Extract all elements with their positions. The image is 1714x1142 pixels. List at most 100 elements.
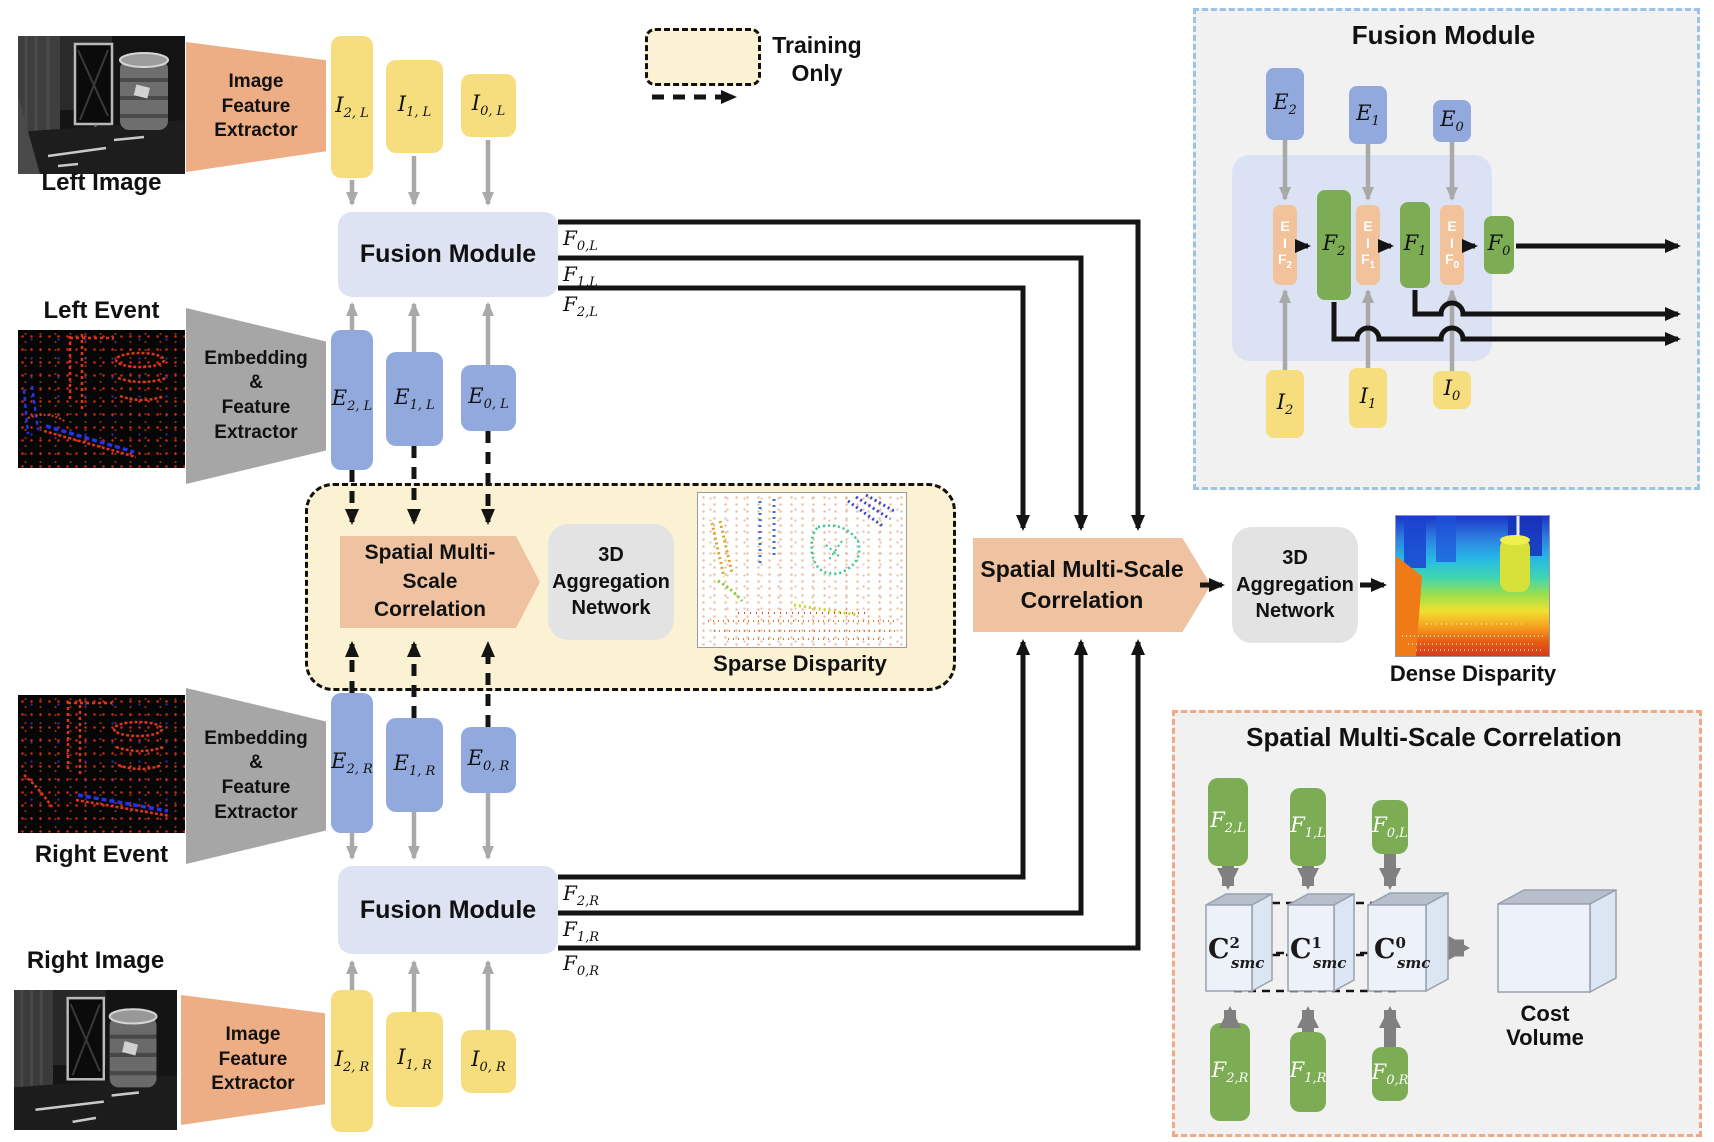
feature-sub: 1, R	[405, 1058, 432, 1074]
dense-disparity-graphic	[1396, 516, 1544, 656]
left-image-label: Left Image	[41, 169, 162, 196]
feature-block-i1l: I1, L	[386, 60, 443, 153]
feature-sub: 0, L	[483, 397, 509, 413]
feature-block-e0l: E0, L	[461, 365, 516, 431]
feature-label: I	[397, 92, 407, 117]
aggregation-network-training: 3D Aggregation Network	[548, 524, 674, 640]
grayscale-scene-graphic	[18, 36, 185, 174]
panel-block-i1: I1	[1349, 368, 1387, 428]
agg-label-line: Network	[571, 597, 651, 620]
extractor-line: Image	[225, 1023, 281, 1045]
fusion-panel-title: Fusion Module	[1351, 20, 1536, 50]
smc-label-line: Correlation	[373, 598, 486, 622]
fusion-module-bottom: Fusion Module	[338, 866, 558, 954]
panel-block-e1: E1	[1349, 86, 1387, 144]
feature-sub: 2, R	[346, 762, 373, 778]
output-label-f0r: F0,R	[563, 951, 600, 979]
extractor-line: Image	[228, 70, 284, 92]
cylinder-graphic	[1500, 516, 1530, 592]
feature-sub: 2, R	[342, 1060, 370, 1076]
feature-block-e2l: E2, L	[331, 330, 373, 470]
right-image-photo	[14, 990, 177, 1130]
feature-label: E	[331, 748, 347, 773]
sparse-disparity-label: Sparse Disparity	[713, 651, 887, 676]
feature-label: I	[397, 1045, 406, 1070]
dense-disparity-image	[1395, 515, 1550, 657]
feature-sub: 0, L	[480, 104, 506, 120]
image-feature-extractor-bottom: Image Feature Extractor	[181, 995, 325, 1125]
training-only-legend-box	[645, 28, 761, 86]
feature-sub: 0, R	[479, 1060, 506, 1076]
feature-label: I	[335, 92, 344, 117]
dense-disparity-label: Dense Disparity	[1389, 661, 1557, 686]
feature-sub: 1, L	[406, 105, 432, 121]
extractor-line: Extractor	[211, 1073, 295, 1095]
feature-block-i1r: I1, R	[386, 1012, 443, 1107]
panel-block-f2: F2	[1317, 190, 1351, 300]
output-label-f0l: F0,L	[563, 226, 598, 254]
feature-block-e1l: E1, L	[386, 352, 443, 446]
extractor-line: Feature	[221, 777, 291, 798]
agg-label-line: 3D	[1282, 547, 1308, 570]
sparse-disparity-graphic	[708, 493, 898, 640]
right-event-label: Right Event	[34, 841, 169, 868]
barrel-graphic	[108, 1008, 158, 1088]
extractor-line: Extractor	[214, 120, 298, 142]
smc-panel	[1172, 710, 1702, 1137]
left-event-label: Left Event	[43, 297, 160, 324]
cost-volume-label: Cost Volume	[1506, 1001, 1584, 1051]
agg-label-line: 3D	[598, 544, 624, 567]
feature-label: E	[393, 750, 409, 775]
smc-block-main: Spatial Multi-Scale Correlation	[973, 538, 1211, 632]
panel-block-i2: I2	[1266, 370, 1304, 438]
output-label-f2r: F2,R	[563, 881, 600, 909]
feature-sub: 1, R	[409, 764, 436, 780]
extractor-line: Embedding	[204, 347, 308, 369]
smc-label-line: Correlation	[1020, 587, 1144, 613]
legend-line: Only	[791, 59, 843, 86]
grayscale-scene-graphic	[14, 990, 177, 1130]
sparse-disparity-image	[697, 492, 907, 648]
feature-block-i2r: I2, R	[331, 990, 373, 1132]
output-label-f2l: F2,L	[563, 292, 598, 320]
feature-block-e0r: E0, R	[461, 727, 516, 793]
feature-sub: 2, L	[347, 399, 373, 415]
event-scene-graphic	[23, 699, 171, 818]
image-feature-extractor-top: Image Feature Extractor	[186, 42, 326, 172]
feature-sub: 2, L	[343, 106, 369, 122]
feature-block-e2r: E2, R	[331, 693, 373, 833]
feature-label: I	[471, 1047, 480, 1072]
feature-block-i0l: I0, L	[461, 74, 516, 137]
legend-line: Training	[772, 32, 862, 58]
extractor-line: &	[249, 372, 263, 394]
fusion-module-label: Fusion Module	[359, 895, 537, 924]
feature-block-i2l: I2, L	[331, 36, 373, 178]
training-only-legend-text: Training Only	[762, 32, 872, 87]
feature-sub: 0, R	[483, 759, 510, 775]
left-image-photo	[18, 36, 185, 174]
smc-panel-block-f1l: F1,L	[1290, 788, 1326, 866]
smc-panel-block-f0l: F0,L	[1372, 800, 1408, 854]
aggregation-network-main: 3D Aggregation Network	[1232, 527, 1358, 643]
feature-label: E	[467, 745, 483, 770]
agg-label-line: Aggregation	[1236, 573, 1354, 596]
extractor-line: Feature	[221, 397, 291, 418]
smc-label-line: Spatial Multi-Scale	[364, 541, 496, 593]
panel-block-f1: F1	[1400, 202, 1430, 288]
extractor-line: Extractor	[214, 421, 298, 443]
extractor-line: Extractor	[214, 801, 298, 823]
feature-label: E	[394, 384, 410, 409]
right-image-label: Right Image	[26, 947, 165, 974]
smc-label-line: Spatial Multi-Scale	[980, 555, 1184, 582]
extractor-line: Feature	[221, 95, 291, 117]
panel-block-e2: E2	[1266, 68, 1304, 140]
smc-block-training: Spatial Multi-Scale Correlation	[340, 536, 540, 628]
extractor-line: Embedding	[204, 727, 308, 749]
right-event-photo	[18, 695, 185, 833]
panel-block-e0: E0	[1433, 100, 1471, 142]
event-feature-extractor-bottom: Embedding & Feature Extractor	[186, 688, 326, 864]
extractor-line: &	[249, 752, 263, 774]
